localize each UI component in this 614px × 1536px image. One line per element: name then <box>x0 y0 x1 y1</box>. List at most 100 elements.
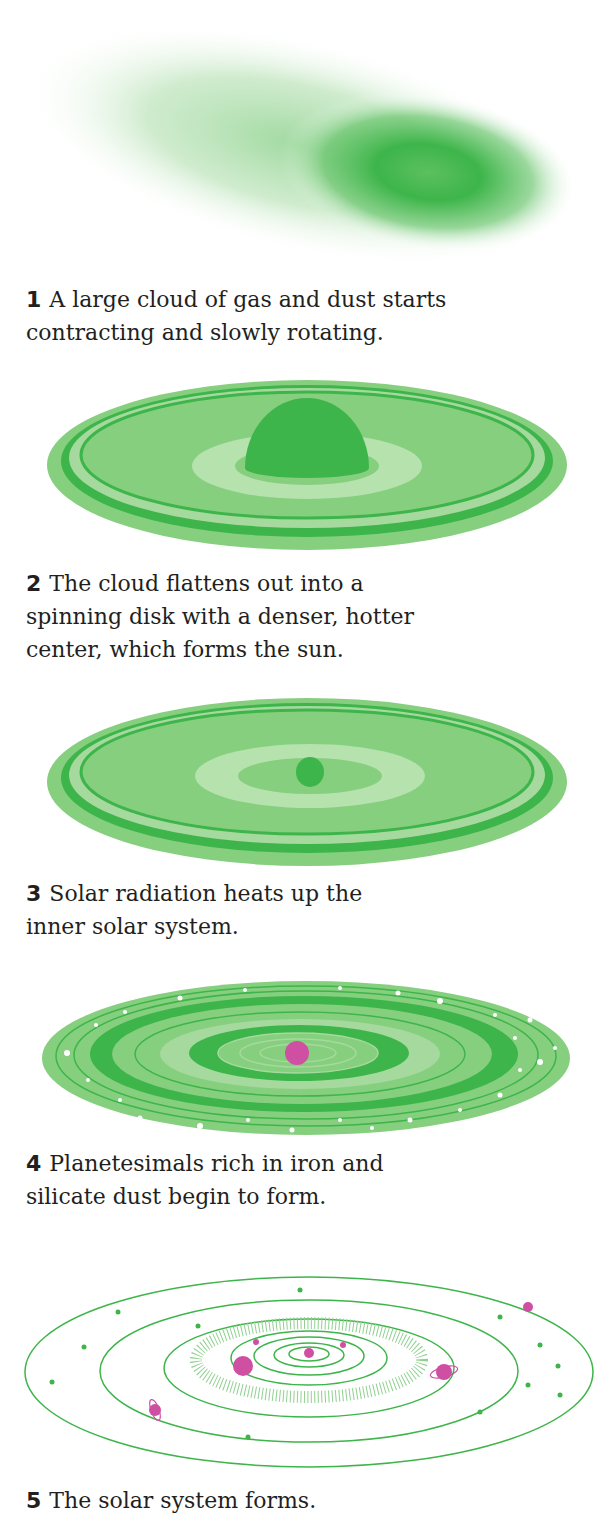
planet <box>253 1339 259 1345</box>
disk-ring <box>189 1025 409 1081</box>
disk-ring <box>102 727 512 831</box>
planetesimal <box>498 1093 503 1098</box>
step-number: 5 <box>26 1488 41 1513</box>
planetesimal <box>493 1013 497 1017</box>
planet <box>233 1356 253 1376</box>
disk-ring <box>81 710 533 834</box>
step-text: Planetesimals rich in iron and silicate … <box>26 1151 384 1209</box>
planetesimal <box>458 1108 462 1112</box>
orbit-line <box>25 1277 593 1467</box>
planet <box>340 1342 346 1348</box>
step-number: 1 <box>26 287 41 312</box>
planetesimal <box>518 1068 522 1072</box>
planetesimal <box>118 1098 122 1102</box>
step-text: A large cloud of gas and dust starts con… <box>26 287 446 345</box>
planetesimal <box>553 1046 557 1050</box>
step-caption: 5 The solar system forms. <box>26 1484 586 1517</box>
step-caption: 3Solar radiation heats up the inner sola… <box>26 877 411 943</box>
disk-ring <box>69 388 545 528</box>
orbit-line <box>289 1347 329 1361</box>
planetesimal <box>513 1036 517 1040</box>
small-body <box>558 1393 563 1398</box>
small-body <box>246 1435 251 1440</box>
sun <box>304 1348 314 1358</box>
planetesimal <box>528 1018 533 1023</box>
disk-ring <box>160 1019 440 1089</box>
disk-ring <box>42 981 570 1135</box>
planetesimal <box>338 986 342 990</box>
orbit-line <box>231 1331 387 1385</box>
sun <box>285 1041 309 1065</box>
planetesimal <box>138 1116 143 1121</box>
step-text: The solar system forms. <box>49 1488 316 1513</box>
planetesimal <box>537 1059 543 1065</box>
disk-ring <box>112 1004 492 1104</box>
planetesimal <box>370 1126 374 1130</box>
small-body <box>50 1380 55 1385</box>
step-caption: 4Planetesimals rich in iron and silicate… <box>26 1147 441 1213</box>
planetesimal <box>437 998 443 1004</box>
heated-disk <box>47 698 567 866</box>
planets <box>147 1302 533 1422</box>
disk-ring <box>90 996 518 1112</box>
planetesimal <box>94 1023 98 1027</box>
disk-ring <box>47 380 567 550</box>
orbit-line <box>274 1343 344 1367</box>
disk-ring <box>218 1033 378 1073</box>
small-body <box>556 1364 561 1369</box>
planet-ring <box>429 1364 459 1381</box>
small-body <box>196 1324 201 1329</box>
planetesimal <box>290 1128 295 1133</box>
disk-ring <box>61 703 553 853</box>
planetesimal <box>246 1118 250 1122</box>
asteroid-belt <box>196 1323 422 1397</box>
disk-ring <box>238 758 382 794</box>
planetesimal <box>64 1050 70 1056</box>
young-sun <box>296 757 324 787</box>
planetesimal <box>178 996 183 1001</box>
planet-ring <box>147 1398 162 1421</box>
cloud-haze <box>0 0 602 314</box>
planetesimals <box>64 986 557 1133</box>
orbit-line <box>74 991 538 1119</box>
step-text: Solar radiation heats up the inner solar… <box>26 881 362 939</box>
disk-ring <box>195 744 425 808</box>
spinning-disk <box>47 380 567 550</box>
small-body <box>298 1288 303 1293</box>
small-body <box>498 1315 503 1320</box>
orbit-line <box>240 1039 356 1067</box>
small-body <box>538 1343 543 1348</box>
orbit-line <box>135 1012 465 1096</box>
step-caption: 2The cloud flattens out into a spinning … <box>26 567 446 666</box>
small-body <box>526 1383 531 1388</box>
planetesimal <box>86 1078 90 1082</box>
step-text: The cloud flattens out into a spinning d… <box>26 571 414 662</box>
orbit-line <box>100 1300 518 1442</box>
disk-ring <box>47 698 567 866</box>
step-number: 4 <box>26 1151 41 1176</box>
step-number: 3 <box>26 881 41 906</box>
planetesimal <box>123 1010 127 1014</box>
cloud-core <box>269 74 588 270</box>
planetesimal <box>243 988 247 992</box>
small-body <box>116 1310 121 1315</box>
small-body <box>478 1410 483 1415</box>
orbit-line <box>56 986 556 1126</box>
planetesimal <box>197 1123 203 1129</box>
protosun-dome <box>245 398 369 478</box>
step-caption: 1A large cloud of gas and dust starts co… <box>26 283 571 349</box>
distant-bodies <box>50 1288 563 1440</box>
planetesimal <box>408 1118 413 1123</box>
disk-ring <box>61 385 553 537</box>
orbit-line <box>254 1337 364 1375</box>
orbit-line <box>164 1319 454 1417</box>
small-body <box>82 1345 87 1350</box>
planetesimal <box>396 991 401 996</box>
disk-ring <box>81 392 533 518</box>
disk-ring <box>69 706 545 844</box>
planetesimal <box>338 1118 342 1122</box>
solar-system <box>25 1277 593 1467</box>
step-number: 2 <box>26 571 41 596</box>
